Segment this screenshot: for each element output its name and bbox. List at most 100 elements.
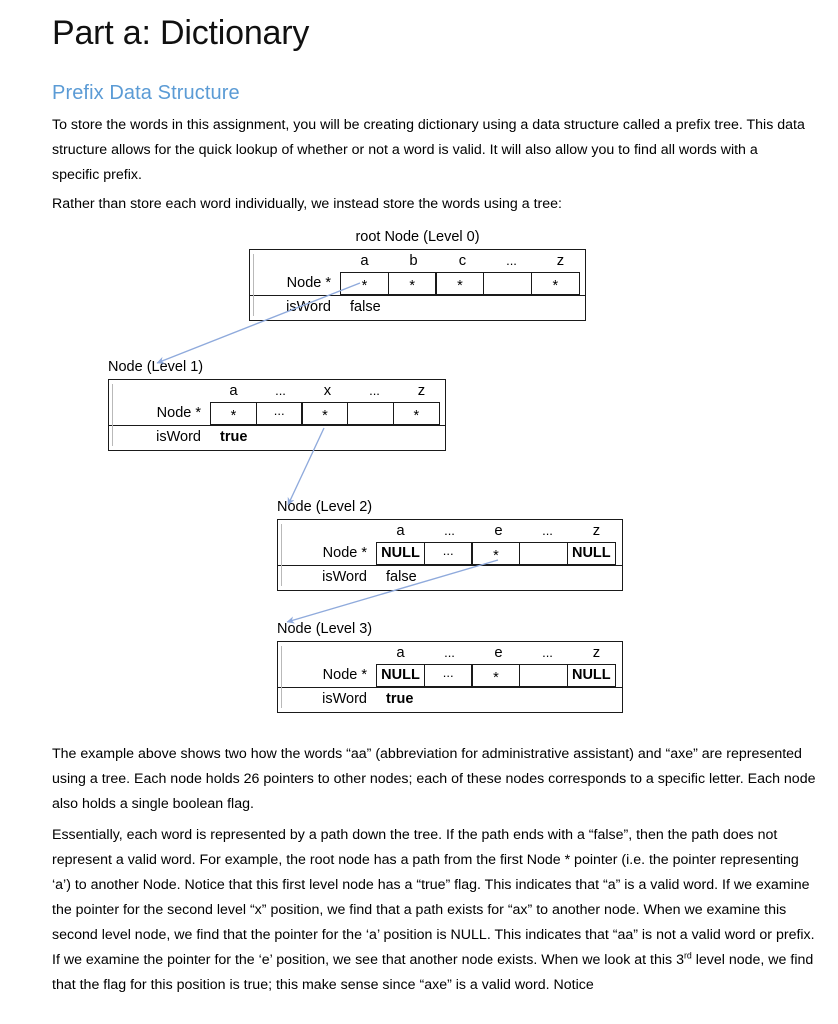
- letter-cell: z: [556, 253, 565, 269]
- paragraph-intro: To store the words in this assignment, y…: [52, 117, 805, 183]
- node-table-level-1: a ... x ... z Node * * ... * * isWord: [108, 379, 446, 451]
- pointer-cells-3: NULL ... * NULL: [376, 664, 622, 687]
- pointer-cell-e: *: [471, 542, 521, 565]
- letter-cells-2: a ... e ... z: [376, 521, 622, 542]
- pointer-value: *: [493, 670, 499, 686]
- letter-ellipsis: ...: [444, 645, 455, 660]
- pointer-row-3: Node * NULL ... * NULL: [278, 664, 622, 687]
- pointer-cell-a: NULL: [376, 542, 425, 565]
- row-label-node-pointer: Node *: [156, 405, 201, 421]
- node-table-level-3: a ... e ... z Node * NULL ... * NULL i: [277, 641, 623, 713]
- pointer-value: *: [230, 408, 237, 424]
- letter-cell: ...: [487, 251, 536, 272]
- letter-cell: ...: [425, 521, 474, 542]
- pointer-value: *: [409, 278, 416, 294]
- pointer-cell-b: *: [387, 272, 437, 295]
- pointer-cells-2: NULL ... * NULL: [376, 542, 622, 565]
- header-spacer-1: [109, 381, 210, 402]
- pointer-cell-a: *: [210, 402, 257, 425]
- header-spacer-0: [250, 251, 340, 272]
- letter-cell: ...: [523, 521, 572, 542]
- letter-cell: z: [592, 645, 601, 661]
- pointer-value: ...: [273, 403, 285, 418]
- row-label-is-word: isWord: [322, 569, 367, 585]
- row-label-node-pointer: Node *: [286, 275, 331, 291]
- row-label-is-word: isWord: [322, 691, 367, 707]
- node-diagram-level-1: Node (Level 1) a ... x ... z Node * * ..…: [108, 358, 446, 451]
- letter-cell: ...: [425, 643, 474, 664]
- node-diagram-level-2: Node (Level 2) a ... e ... z Node * NULL…: [277, 498, 623, 591]
- letter-ellipsis: ...: [444, 523, 455, 538]
- letter-cell: x: [323, 383, 332, 399]
- pointer-cell-ellipsis: ...: [255, 402, 303, 425]
- paragraph-essentially-part1: Essentially, each word is represented by…: [52, 827, 815, 968]
- isword-row-0: isWord false: [250, 295, 585, 319]
- row-label-is-word: isWord: [286, 299, 331, 315]
- pointer-value: *: [413, 408, 420, 424]
- letter-ellipsis: ...: [542, 523, 553, 538]
- node-diagram-level-3: Node (Level 3) a ... e ... z Node * NULL…: [277, 620, 623, 713]
- paragraph-rather: Rather than store each word individually…: [52, 196, 562, 212]
- pointer-value: *: [457, 278, 463, 294]
- pointer-row-0: Node * * * * *: [250, 272, 585, 295]
- page-title: Part a: Dictionary: [52, 14, 310, 52]
- pointer-value: *: [493, 548, 499, 564]
- pointer-cells-1: * ... * *: [210, 402, 445, 425]
- letter-cell: c: [458, 253, 467, 269]
- letter-cell: ...: [257, 381, 304, 402]
- pointer-cell-blank: [347, 402, 395, 425]
- node-diagram-level-0: root Node (Level 0) a b c ... z Node * *…: [249, 228, 586, 321]
- pointer-cell-ellipsis: ...: [423, 542, 473, 565]
- header-spacer-3: [278, 643, 376, 664]
- ordinal-suffix: rd: [683, 950, 692, 961]
- letter-cell: a: [229, 383, 238, 399]
- letter-cell: ...: [523, 643, 572, 664]
- row-label-is-word: isWord: [156, 429, 201, 445]
- pointer-cell-ellipsis: ...: [423, 664, 473, 687]
- isword-value: false: [386, 569, 417, 585]
- pointer-cell-z: NULL: [566, 664, 616, 687]
- pointer-value: *: [552, 278, 559, 294]
- pointer-cell-blank: [519, 664, 569, 687]
- letter-header-row-2: a ... e ... z: [278, 521, 622, 542]
- letter-cell: ...: [351, 381, 398, 402]
- isword-row-1: isWord true: [109, 425, 445, 449]
- pointer-value: *: [322, 408, 328, 424]
- letter-ellipsis: ...: [506, 253, 517, 268]
- row-label-node-pointer: Node *: [322, 667, 367, 683]
- node-table-level-2: a ... e ... z Node * NULL ... * NULL i: [277, 519, 623, 591]
- pointer-cell-x: *: [301, 402, 349, 425]
- letter-ellipsis: ...: [369, 383, 380, 398]
- isword-row-2: isWord false: [278, 565, 622, 589]
- node-table-level-0: a b c ... z Node * * * * * isWord: [249, 249, 586, 321]
- paragraph-essentially: Essentially, each word is represented by…: [52, 823, 817, 998]
- pointer-row-1: Node * * ... * *: [109, 402, 445, 425]
- node-caption-level-1: Node (Level 1): [108, 359, 204, 375]
- letter-cell: b: [409, 253, 418, 269]
- node-caption-level-2: Node (Level 2): [277, 499, 373, 515]
- letter-header-row-1: a ... x ... z: [109, 381, 445, 402]
- pointer-cell-a: *: [340, 272, 389, 295]
- pointer-cell-blank: [519, 542, 569, 565]
- letter-cell: e: [494, 645, 503, 661]
- letter-ellipsis: ...: [542, 645, 553, 660]
- pointer-cells-0: * * * *: [340, 272, 585, 295]
- pointer-value: ...: [442, 665, 454, 680]
- node-caption-level-3: Node (Level 3): [277, 621, 373, 637]
- letter-ellipsis: ...: [275, 383, 286, 398]
- pointer-row-2: Node * NULL ... * NULL: [278, 542, 622, 565]
- letter-cell: a: [396, 523, 405, 539]
- pointer-value: ...: [442, 543, 454, 558]
- paragraph-example: The example above shows two how the word…: [52, 746, 816, 812]
- section-heading: Prefix Data Structure: [52, 82, 240, 104]
- letter-cell: a: [360, 253, 369, 269]
- letter-cell: z: [592, 523, 601, 539]
- pointer-cell-ellipsis: [483, 272, 533, 295]
- letter-cells-0: a b c ... z: [340, 251, 585, 272]
- row-label-node-pointer: Node *: [322, 545, 367, 561]
- pointer-cell-c: *: [435, 272, 485, 295]
- paragraph-essentially-part2: level node, we find that the flag for th…: [52, 952, 814, 993]
- letter-cells-1: a ... x ... z: [210, 381, 445, 402]
- letter-cells-3: a ... e ... z: [376, 643, 622, 664]
